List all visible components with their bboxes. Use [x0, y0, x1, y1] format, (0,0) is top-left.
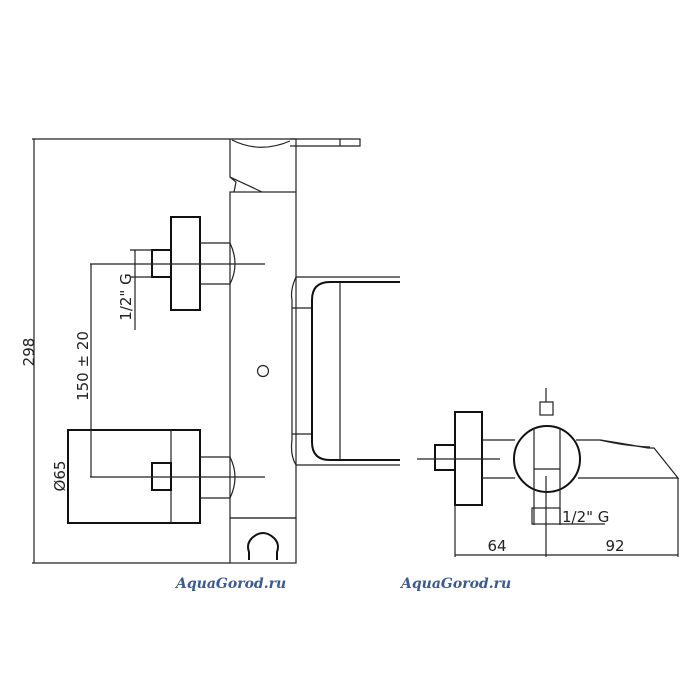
- mixer-body: [229, 138, 361, 564]
- upper-inlet: 1/2" G: [90, 216, 265, 330]
- depth-right-dim-label: 92: [605, 537, 624, 555]
- height-dimension: 298: [20, 138, 230, 564]
- height-dim-label: 298: [20, 338, 38, 367]
- watermark-right: AquaGorod.ru: [399, 576, 511, 592]
- front-view: 298: [20, 138, 400, 564]
- watermark-left: AquaGorod.ru: [174, 576, 286, 592]
- side-thread-dim-label: 1/2" G: [562, 508, 609, 526]
- spacing-dim-label: 150 ± 20: [74, 331, 92, 401]
- lower-inlet: Ø65: [51, 429, 265, 524]
- handle-panel: [290, 276, 400, 466]
- spacing-dimension: 150 ± 20: [74, 264, 92, 477]
- upper-thread-dim-label: 1/2" G: [117, 273, 135, 320]
- flange-dim-label: Ø65: [51, 461, 69, 492]
- depth-left-dim-label: 64: [487, 537, 506, 555]
- side-view: 1/2" G 64 92: [417, 388, 680, 557]
